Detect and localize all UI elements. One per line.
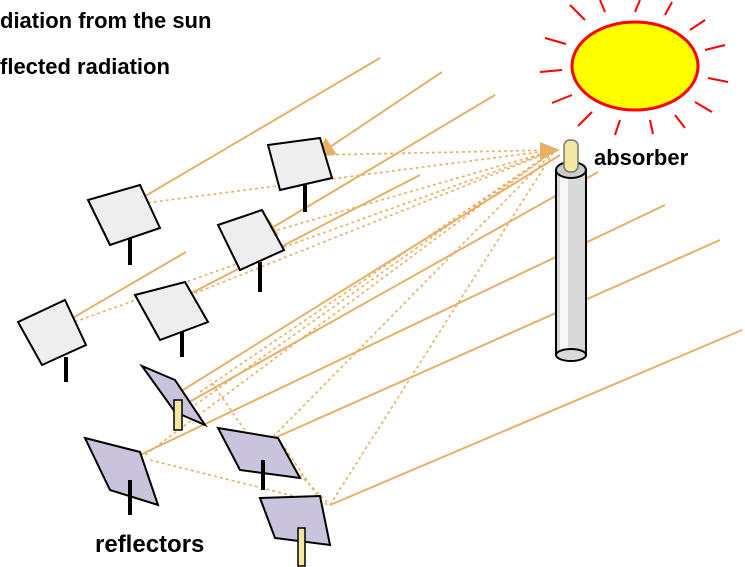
heliostat-mirror-icon xyxy=(266,136,334,212)
heliostat-mirror-icon xyxy=(133,280,210,357)
heliostat-mirror-icon xyxy=(139,363,208,431)
label-radiation-from-sun: diation from the sun xyxy=(0,8,211,33)
label-absorber: absorber xyxy=(594,145,689,170)
heliostat-mirror-icon xyxy=(216,208,286,292)
heliostat-mirror-icon xyxy=(216,426,302,490)
heliostat-mirror-icon xyxy=(258,494,332,567)
reflected-rays xyxy=(51,149,556,506)
heliostat-mirror-icon xyxy=(86,183,162,265)
heliostat-mirror-icon xyxy=(83,436,160,515)
back-mirrors xyxy=(16,136,334,382)
front-mirrors xyxy=(83,363,332,567)
absorber-arrowhead xyxy=(540,142,560,160)
label-reflected-radiation: flected radiation xyxy=(0,54,170,79)
label-reflectors: reflectors xyxy=(95,531,204,558)
absorber-tower-icon xyxy=(540,139,587,362)
absorber-receiver xyxy=(563,139,579,173)
heliostat-mirror-icon xyxy=(16,298,88,382)
sun-icon xyxy=(539,0,729,136)
incoming-rays xyxy=(48,57,743,506)
